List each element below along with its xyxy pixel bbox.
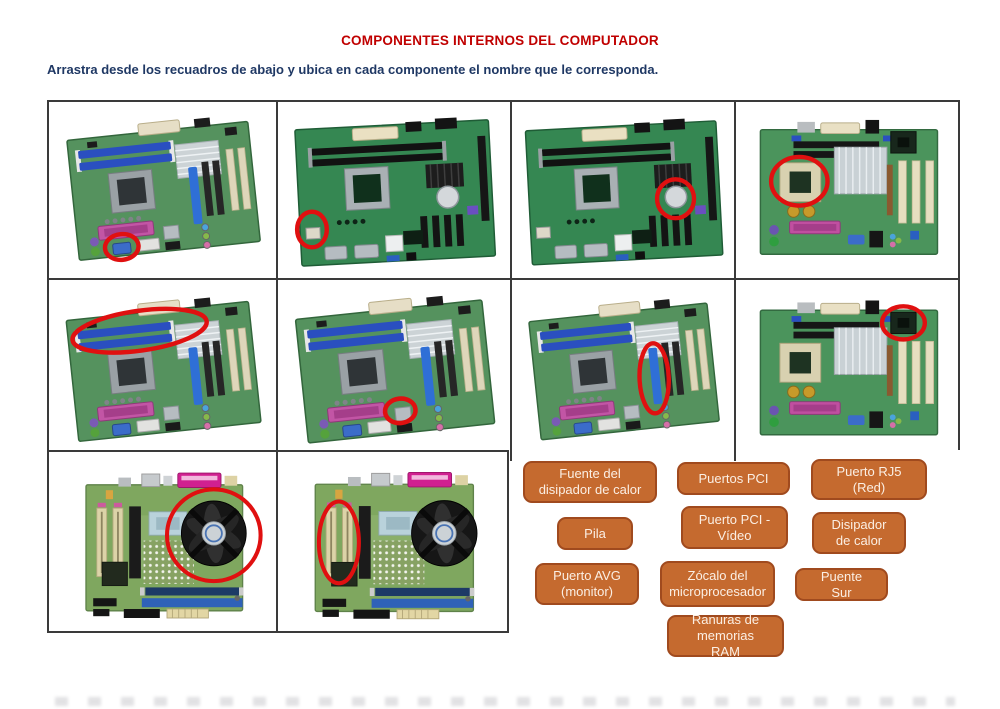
- image-cell-r1c4[interactable]: [736, 102, 958, 280]
- highlight-circle: [70, 306, 209, 355]
- component-images-grid: [47, 100, 960, 462]
- highlight-circle: [654, 177, 697, 221]
- motherboard-photo-vga-port-circled: [65, 111, 262, 263]
- page-title: COMPONENTES INTERNOS DEL COMPUTADOR: [341, 33, 659, 48]
- instruction-text: Arrastra desde los recuadros de abajo y …: [47, 62, 659, 77]
- image-cell-r1c1[interactable]: [49, 102, 278, 280]
- motherboard-photo-cpu-socket-circled: [759, 119, 939, 255]
- highlight-circle: [164, 487, 263, 584]
- image-cell-r1c2[interactable]: [278, 102, 512, 280]
- highlight-circle: [294, 209, 330, 250]
- drag-label-puerto-pci-video[interactable]: Puerto PCI - Vídeo: [681, 506, 788, 549]
- drag-label-fuente-disipador[interactable]: Fuente del disipador de calor: [523, 461, 657, 503]
- highlight-circle: [879, 304, 928, 342]
- image-cell-r2c2[interactable]: [278, 280, 512, 462]
- highlight-circle: [768, 154, 830, 208]
- component-images-grid-bottom: [47, 450, 509, 633]
- drag-label-pila[interactable]: Pila: [557, 517, 633, 550]
- image-cell-r1c3[interactable]: [512, 102, 736, 280]
- highlight-circle: [637, 341, 671, 416]
- drag-label-puente-sur[interactable]: Puente Sur: [795, 568, 888, 601]
- motherboard-photo-cpu-fan-circled: [59, 458, 263, 625]
- image-cell-r3c1[interactable]: [49, 452, 278, 631]
- page-bottom-cutoff-artifact: [55, 697, 955, 706]
- highlight-circle: [102, 231, 141, 263]
- drag-label-puertos-pci[interactable]: Puertos PCI: [677, 462, 790, 495]
- motherboard-photo-southbridge-circled: [759, 299, 939, 436]
- drag-label-puerto-avg[interactable]: Puerto AVG (monitor): [535, 563, 639, 605]
- motherboard-photo-pci-slots-circled: [288, 458, 497, 625]
- highlight-circle: [316, 499, 361, 586]
- image-cell-r3c2[interactable]: [278, 452, 507, 631]
- motherboard-photo-pcie-video-slot-circled: [527, 293, 721, 442]
- highlight-circle: [382, 396, 418, 426]
- drag-label-ranuras-ram[interactable]: Ranuras de memorias RAM: [667, 612, 784, 659]
- image-cell-r2c1[interactable]: [49, 280, 278, 462]
- motherboard-photo-ram-slots-circled: [64, 291, 262, 444]
- drag-label-disipador-de-calor[interactable]: Disipador de calor: [812, 512, 906, 554]
- image-cell-r2c4[interactable]: [736, 280, 958, 462]
- image-cell-r2c3[interactable]: [512, 280, 736, 462]
- motherboard-photo-left-connector-circled: [293, 115, 497, 267]
- motherboard-photo-battery-circled: [524, 116, 724, 266]
- motherboard-photo-ethernet-port-circled: [293, 290, 496, 446]
- drag-label-zocalo-microprocesador[interactable]: Zócalo del microprocesador: [660, 561, 775, 607]
- drag-label-puerto-rj5[interactable]: Puerto RJ5 (Red): [811, 459, 927, 500]
